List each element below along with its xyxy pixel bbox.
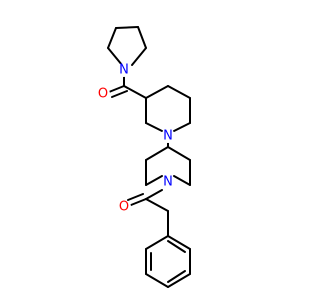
bond <box>108 85 125 93</box>
bond <box>123 85 147 99</box>
atom-symbol: O <box>98 87 108 102</box>
atom-n-piperidine-upper: N <box>161 129 175 144</box>
atom-symbol: O <box>119 200 129 215</box>
bond <box>145 198 169 212</box>
atom-n-piperidine-lower: N <box>161 175 175 190</box>
bond <box>167 235 191 250</box>
bond <box>111 90 128 98</box>
bond <box>131 47 147 66</box>
bond <box>127 193 144 201</box>
bond <box>107 47 123 66</box>
bond <box>145 235 169 250</box>
molecule-diagram: N O N N O <box>96 26 191 288</box>
bond <box>167 85 191 99</box>
bond <box>115 26 139 29</box>
bond <box>137 26 147 49</box>
atom-symbol: N <box>119 63 129 78</box>
atom-label-layer: N O N N O <box>96 63 175 215</box>
bond <box>130 198 147 206</box>
atom-symbol: N <box>163 175 173 190</box>
bond <box>167 270 186 283</box>
bond <box>145 273 169 288</box>
bond <box>145 189 163 200</box>
bond <box>145 146 169 161</box>
bond <box>145 175 163 186</box>
bond <box>173 175 191 186</box>
bond <box>145 122 163 132</box>
atom-o-amide-top: O <box>96 87 110 102</box>
bond <box>145 85 169 99</box>
atom-n-pyrrolidine: N <box>117 63 131 78</box>
bond <box>167 273 191 288</box>
bond <box>107 27 117 49</box>
bond <box>173 122 191 132</box>
bond <box>167 146 191 161</box>
atom-o-amide-bottom: O <box>117 200 131 215</box>
atom-symbol: N <box>163 129 173 144</box>
bond <box>167 240 186 253</box>
